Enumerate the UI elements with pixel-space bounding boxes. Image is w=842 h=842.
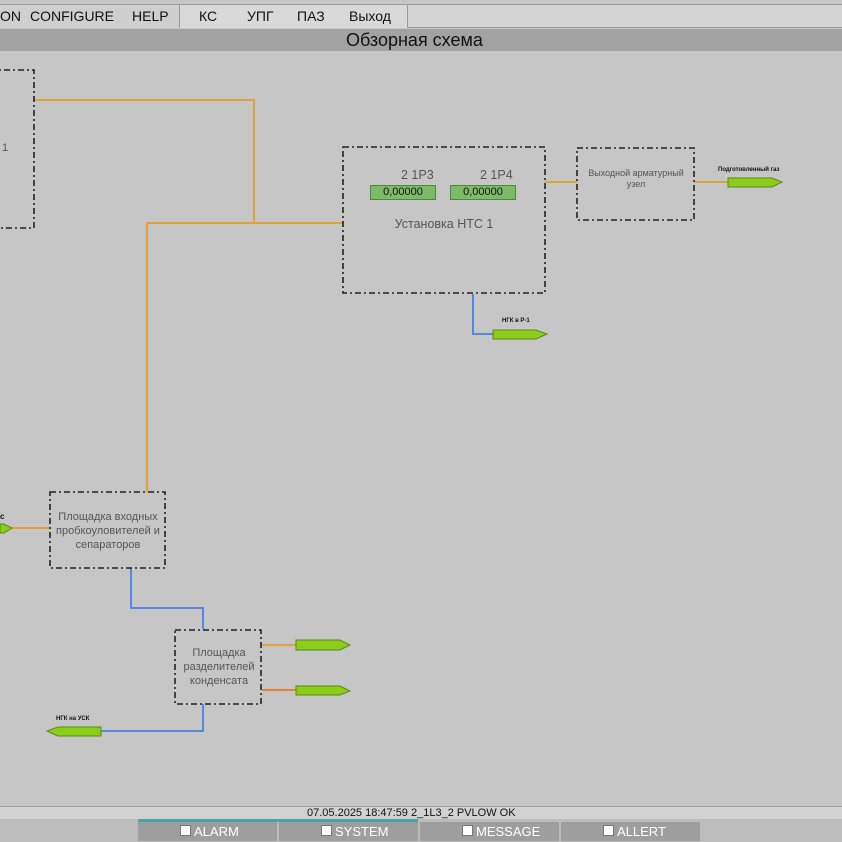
- inlet-label[interactable]: Площадка входных пробкоуловителей и сепа…: [56, 511, 160, 551]
- title-bar: Обзорная схема: [0, 29, 842, 51]
- menu-item-ks[interactable]: КС: [199, 8, 218, 24]
- arrow-ngk-usk: [45, 726, 102, 737]
- tab-allert-label: ALLERT: [617, 824, 666, 839]
- menu-item-configure[interactable]: CONFIGURE: [30, 8, 114, 24]
- pipe-left-to-nts: [35, 99, 343, 224]
- status-message: 07.05.2025 18:47:59 2_1L3_2 PVLOW OK: [307, 807, 516, 819]
- page-title: Обзорная схема: [346, 30, 483, 50]
- arrow-out1: [295, 639, 352, 651]
- status-line: 07.05.2025 18:47:59 2_1L3_2 PVLOW OK: [0, 806, 842, 819]
- tab-message[interactable]: MESSAGE: [420, 822, 559, 841]
- separators-label[interactable]: Площадка разделителей конденсата: [183, 647, 255, 687]
- pipe-nts-to-ngk: [472, 294, 494, 335]
- left-block-label: 1: [1, 142, 9, 154]
- scheme-canvas: 1 2 1P3 2 1P4 0,00000 0,00000 Установка …: [0, 51, 842, 806]
- pipe-sep-to-usk: [100, 704, 204, 732]
- value-2-1p3[interactable]: 0,00000: [370, 185, 436, 200]
- menu-item-upg[interactable]: УПГ: [247, 8, 274, 24]
- alarm-bar: ALARM SYSTEM MESSAGE ALLERT: [0, 819, 842, 842]
- block-output-valve: [576, 147, 695, 221]
- system-checkbox[interactable]: [321, 825, 332, 836]
- menu-item-paz[interactable]: ПАЗ: [297, 8, 325, 24]
- menu-item-help[interactable]: HELP: [132, 8, 169, 24]
- label-prepared-gas: Подготовленный газ: [718, 167, 780, 173]
- tag-2-1p4: 2 1P4: [480, 168, 513, 182]
- message-checkbox[interactable]: [462, 825, 473, 836]
- menu-item-on[interactable]: ON: [0, 8, 21, 24]
- block-left-partial: [0, 69, 35, 229]
- pipes-layer: [0, 69, 784, 737]
- block-nts: [342, 146, 546, 294]
- pipe-inlet-to-sep: [130, 568, 204, 629]
- menu-bar: ON CONFIGURE HELP КС УПГ ПАЗ Выход: [0, 4, 842, 28]
- tab-alarm-label: ALARM: [194, 824, 239, 839]
- label-ngk-r1: НГК в Р-1: [502, 318, 530, 324]
- block-inlet: [49, 491, 166, 569]
- label-ngk-usk: НГК на УСК: [56, 716, 90, 722]
- nts-label[interactable]: Установка НТС 1: [394, 217, 494, 231]
- menu-group-sections: [180, 5, 408, 28]
- menu-item-exit[interactable]: Выход: [349, 8, 391, 24]
- arrow-ngk-r1: [492, 329, 549, 340]
- arrow-left-partial: [0, 523, 14, 534]
- pipe-inlet-to-nts: [146, 222, 254, 492]
- alarm-active-indicator: [138, 819, 418, 822]
- tab-alarm[interactable]: ALARM: [138, 822, 277, 841]
- tab-system[interactable]: SYSTEM: [279, 822, 418, 841]
- arrow-out2: [295, 685, 352, 696]
- output-valve-label[interactable]: Выходной арматурный узел: [588, 168, 684, 189]
- allert-checkbox[interactable]: [603, 825, 614, 836]
- tab-message-label: MESSAGE: [476, 824, 541, 839]
- tag-2-1p3: 2 1P3: [401, 168, 434, 182]
- block-separators: [174, 629, 262, 705]
- value-2-1p4[interactable]: 0,00000: [450, 185, 516, 200]
- menu-group-main: [0, 5, 180, 28]
- alarm-checkbox[interactable]: [180, 825, 191, 836]
- arrow-prepared-gas: [727, 177, 784, 188]
- label-left-partial: с: [0, 512, 5, 521]
- tab-system-label: SYSTEM: [335, 824, 389, 839]
- tab-allert[interactable]: ALLERT: [561, 822, 700, 841]
